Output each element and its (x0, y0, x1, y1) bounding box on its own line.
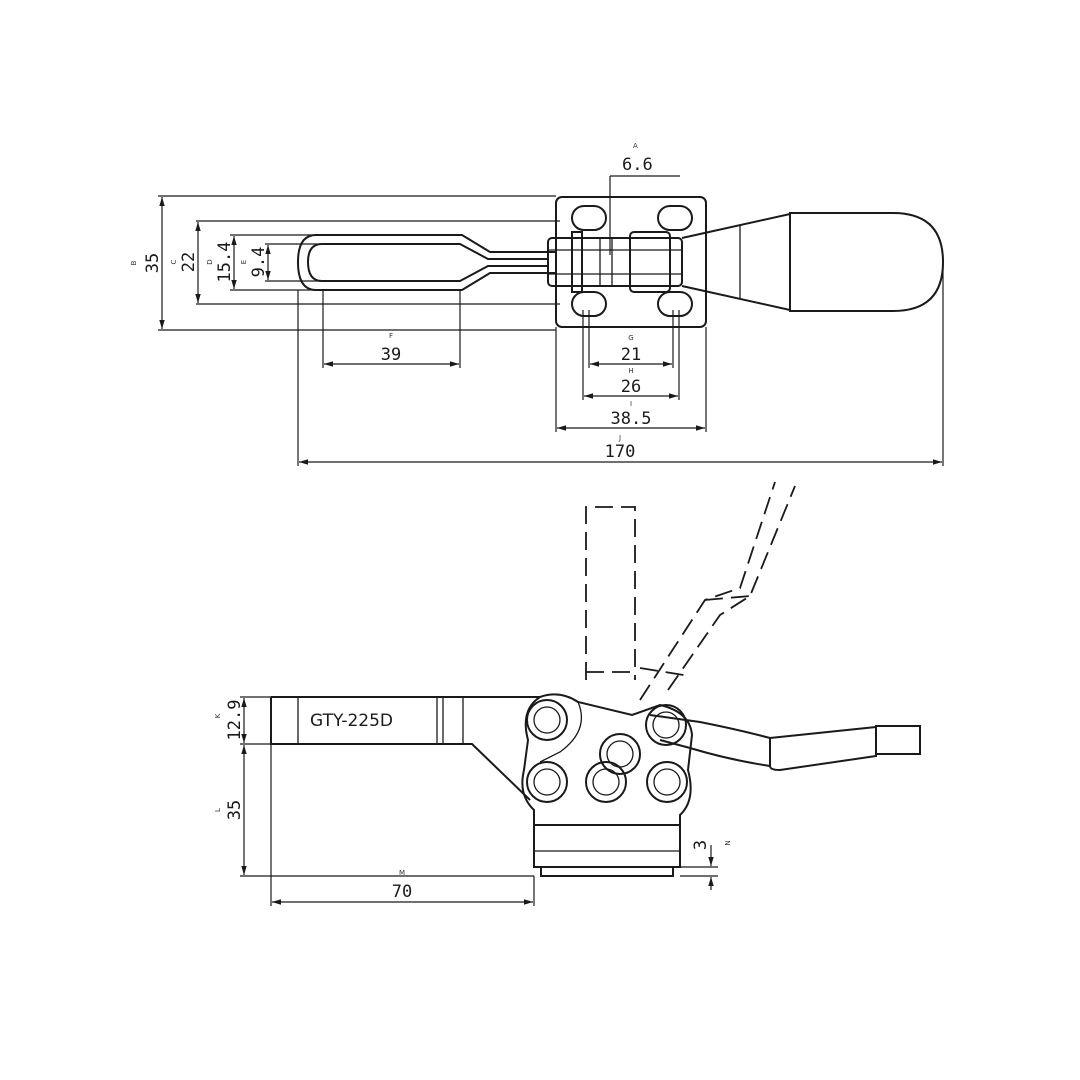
mounting-slot (657, 291, 693, 317)
dim-letter-m: M (399, 869, 405, 877)
dim-letter-b: B (130, 260, 138, 265)
dim-value-i: 38.5 (611, 409, 652, 429)
mounting-slot (657, 205, 693, 231)
dim-letter-h: H (628, 367, 633, 375)
dim-value-c: 22 (179, 252, 199, 272)
side-view-dimensions: K 12.9 L 35 M 70 N 3 (214, 696, 732, 906)
pivot-hole (585, 761, 627, 803)
clamp-arm (270, 696, 540, 801)
dim-value-j: 170 (605, 442, 636, 462)
pivot-hole (599, 733, 641, 775)
dim-value-a: 6.6 (622, 155, 653, 175)
dim-value-g: 21 (621, 345, 641, 365)
dim-letter-l: L (214, 808, 222, 812)
handle-open-position (639, 481, 796, 701)
clamp-arm-inner (306, 243, 548, 282)
dim-letter-j: J (618, 434, 621, 442)
dim-letter-d: D (206, 259, 214, 264)
pivot-hole (526, 699, 568, 741)
dim-value-b: 35 (143, 253, 163, 273)
arm-open-position (585, 506, 636, 680)
handle-grip-side (769, 725, 877, 772)
top-view-dimensions: A 6.6 B 35 C 22 D 15.4 E 9.4 (130, 142, 944, 466)
handle-grip (789, 212, 945, 312)
dim-letter-g: G (628, 334, 633, 342)
dim-value-h: 26 (621, 377, 641, 397)
pivot-hole (646, 761, 688, 803)
pivot-pin (571, 231, 583, 293)
pivot-hole (526, 761, 568, 803)
base-plate (555, 196, 707, 328)
pivot-block (547, 237, 683, 287)
dim-value-m: 70 (392, 882, 412, 902)
pivot-pin (629, 231, 671, 293)
dim-value-n: 3 (691, 840, 711, 850)
dim-value-d: 15.4 (215, 242, 235, 283)
dim-value-k: 12.9 (225, 700, 245, 741)
dim-letter-e: E (240, 260, 248, 264)
dim-value-e: 9.4 (249, 247, 269, 278)
dim-letter-a: A (633, 142, 638, 150)
dim-letter-c: C (170, 259, 178, 264)
clamp-body (521, 693, 694, 826)
model-label: GTY-225D (310, 711, 393, 731)
side-base-plate (533, 824, 681, 868)
dim-letter-i: I (630, 400, 632, 408)
handle-arm (649, 714, 771, 768)
pivot-hole (645, 704, 687, 746)
dim-letter-k: K (214, 713, 222, 718)
side-view: GTY-225D (270, 481, 921, 877)
handle-taper (681, 212, 791, 312)
dim-letter-n: N (724, 840, 732, 845)
top-view (296, 196, 945, 328)
dim-letter-f: F (389, 332, 393, 340)
dim-value-l: 35 (225, 800, 245, 820)
dim-value-f: 39 (381, 345, 401, 365)
mounting-slot (571, 205, 607, 231)
